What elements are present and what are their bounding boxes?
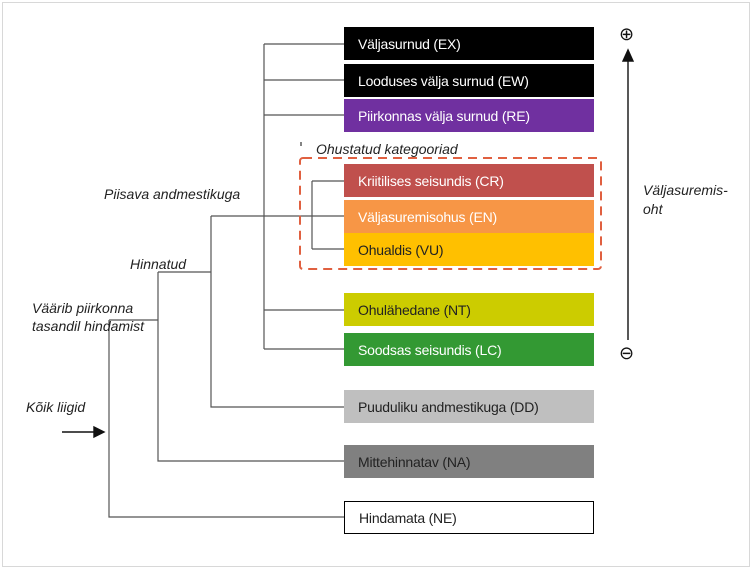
category-ne: Hindamata (NE) [344, 501, 594, 534]
risk-axis-arrow [621, 48, 635, 340]
category-dd: Puuduliku andmestikuga (DD) [344, 390, 594, 423]
branch-root [108, 319, 344, 518]
branch-evaluated [210, 215, 344, 408]
risk-label-2: oht [643, 201, 663, 217]
category-nt: Ohulähedane (NT) [344, 293, 594, 326]
branch-worth-regional [157, 271, 344, 462]
label-evaluated: Hinnatud [130, 256, 187, 272]
category-vu: Ohualdis (VU) [344, 233, 594, 266]
risk-label-1: Väljasuremis- [643, 182, 728, 198]
threatened-group-box [299, 157, 602, 270]
incoming-arrow [62, 425, 106, 439]
plus-icon: ⊕ [619, 24, 635, 44]
category-lc: Soodsas seisundis (LC) [344, 333, 594, 366]
category-na: Mittehinnatav (NA) [344, 445, 594, 478]
label-worth-regional-1: Väärib piirkonna [32, 300, 134, 316]
branch-adequate [263, 43, 344, 350]
category-cr: Kriitilises seisundis (CR) [344, 164, 594, 197]
label-all-species: Kõik liigid [26, 399, 86, 415]
category-ex: Väljasurnud (EX) [344, 27, 594, 60]
label-worth-regional-2: tasandil hindamist [32, 318, 145, 334]
category-ew: Looduses välja surnud (EW) [344, 64, 594, 97]
category-en: Väljasuremisohus (EN) [344, 200, 594, 233]
branch-threatened [264, 180, 344, 250]
threatened-group-label: Ohustatud kategooriad [316, 141, 458, 157]
category-re: Piirkonnas välja surnud (RE) [344, 99, 594, 132]
label-adequate-data: Piisava andmestikuga [104, 186, 241, 202]
minus-icon: ⊖ [619, 343, 635, 363]
